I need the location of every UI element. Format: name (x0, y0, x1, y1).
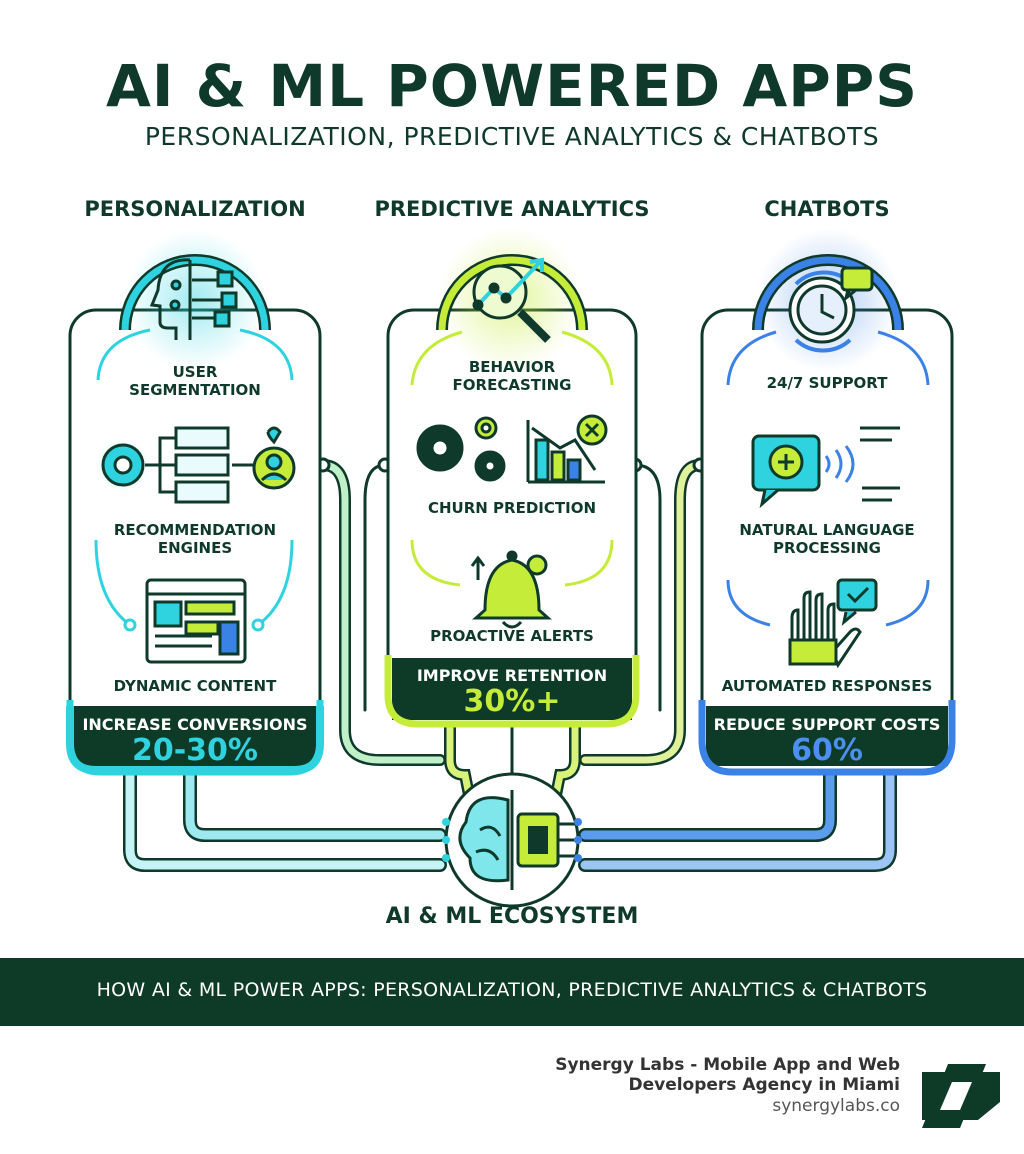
label-24-7-support: 24/7 SUPPORT (766, 374, 888, 392)
ecosystem-hub (442, 772, 582, 908)
stat-value-retention: 30%+ (463, 684, 561, 719)
company-url[interactable]: synergylabs.co (772, 1096, 900, 1116)
page-title: AI & ML POWERED APPS (105, 52, 918, 120)
magnifier-trend-icon (472, 257, 551, 343)
label-churn-prediction: CHURN PREDICTION (427, 499, 597, 517)
column-title-predictive-analytics: PREDICTIVE ANALYTICS (374, 197, 650, 221)
gear-list-user-icon (97, 426, 296, 504)
brain-head-icon (149, 258, 238, 340)
label-dynamic-content: DYNAMIC CONTENT (113, 677, 277, 695)
ecosystem-connectors (123, 459, 897, 872)
page-subtitle: PERSONALIZATION, PREDICTIVE ANALYTICS & … (144, 122, 880, 151)
footer-banner-text: HOW AI & ML POWER APPS: PERSONALIZATION,… (96, 979, 928, 1001)
robot-hand-icon (788, 578, 878, 669)
label-automated-responses: AUTOMATED RESPONSES (721, 677, 933, 695)
chatbots-panel (698, 228, 956, 776)
stat-value-conversions: 20-30% (131, 733, 258, 768)
brain-speech-icon (751, 426, 900, 509)
stat-label-retention: IMPROVE RETENTION (416, 666, 608, 685)
column-title-chatbots: CHATBOTS (764, 197, 890, 221)
bell-icon (470, 550, 552, 629)
ecosystem-label: AI & ML ECOSYSTEM (385, 904, 639, 929)
stat-label-conversions: INCREASE CONVERSIONS (82, 715, 308, 734)
footer-banner (0, 958, 1024, 1026)
synergy-labs-logo-icon (922, 1064, 1000, 1128)
column-title-personalization: PERSONALIZATION (84, 197, 306, 221)
clock-chat-icon (788, 266, 874, 353)
stat-value-support-costs: 60% (791, 733, 863, 768)
gears-chart-icon (416, 414, 608, 484)
predictive-analytics-panel (384, 228, 640, 728)
label-proactive-alerts: PROACTIVE ALERTS (430, 627, 594, 645)
personalization-panel (66, 230, 324, 776)
web-layout-icon (145, 578, 247, 664)
stat-label-support-costs: REDUCE SUPPORT COSTS (713, 715, 941, 734)
